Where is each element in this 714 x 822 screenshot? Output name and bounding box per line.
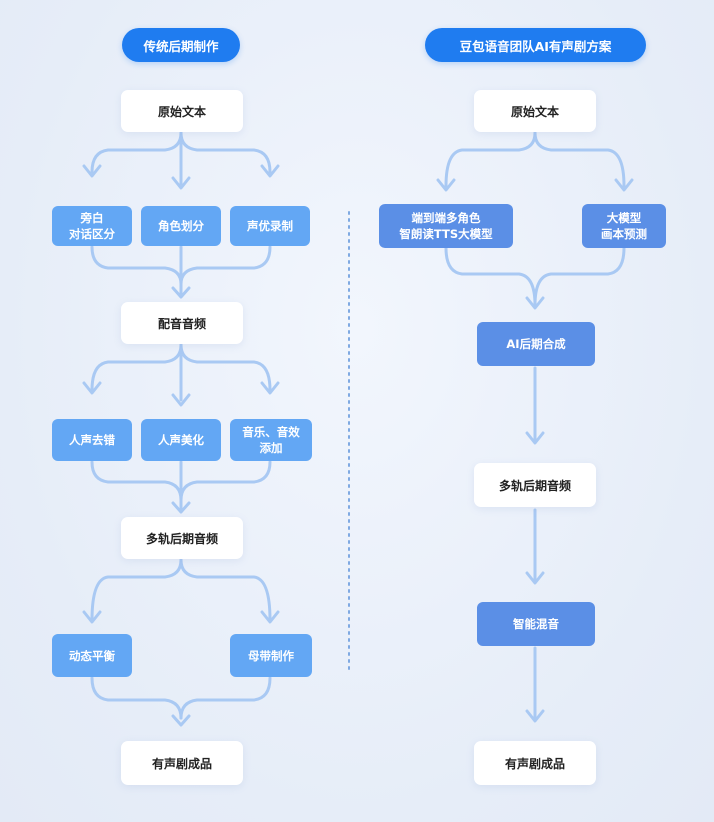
left-result-node: 有声剧成品	[121, 741, 243, 785]
tts-model-label: 端到端多角色 智朗读TTS大模型	[399, 211, 493, 241]
right-source-node: 原始文本	[474, 90, 596, 132]
left-fanout-1	[90, 131, 183, 174]
left-source-node: 原始文本	[121, 90, 243, 132]
right-header-text: 豆包语音团队AI有声剧方案	[459, 38, 612, 54]
right-result-label: 有声剧成品	[504, 756, 565, 771]
left-multitrack-label: 多轨后期音频	[145, 531, 218, 546]
dubbing-label: 配音音频	[157, 316, 206, 331]
right-ai-synthesis-node: AI后期合成	[477, 322, 595, 366]
voice-record-label: 声优录制	[247, 219, 293, 233]
right-multitrack-node: 多轨后期音频	[474, 463, 596, 507]
smart-mix-label: 智能混音	[513, 617, 559, 631]
left-header-text: 传统后期制作	[143, 38, 219, 54]
right-smart-mix-node: 智能混音	[477, 602, 595, 646]
narration-label: 旁白 对话区分	[69, 211, 115, 241]
music-sfx-label: 音乐、音效 添加	[242, 425, 300, 455]
mastering-label: 母带制作	[248, 648, 294, 663]
vocal-fix-label: 人声去错	[69, 433, 115, 447]
right-step-tts-model: 端到端多角色 智朗读TTS大模型	[379, 204, 513, 248]
dynamics-label: 动态平衡	[69, 648, 115, 663]
left-step-music-sfx: 音乐、音效 添加	[230, 419, 312, 461]
right-multitrack-label: 多轨后期音频	[498, 478, 571, 493]
left-step-mastering: 母带制作	[230, 634, 312, 677]
roles-label: 角色划分	[158, 219, 204, 233]
vocal-beautify-label: 人声美化	[158, 433, 204, 447]
right-result-node: 有声剧成品	[474, 741, 596, 785]
left-result-label: 有声剧成品	[151, 756, 212, 771]
left-multitrack-node: 多轨后期音频	[121, 517, 243, 559]
ai-synthesis-label: AI后期合成	[506, 337, 566, 351]
left-step-vocal-fix: 人声去错	[52, 419, 132, 461]
left-step-dynamics: 动态平衡	[52, 634, 132, 677]
left-source-label: 原始文本	[157, 104, 206, 119]
left-step-voice-record: 声优录制	[230, 206, 310, 246]
left-dubbing-node: 配音音频	[121, 302, 243, 344]
right-step-script-prediction: 大模型 画本预测	[582, 204, 666, 248]
left-step-vocal-beautify: 人声美化	[141, 419, 221, 461]
left-header-pill: 传统后期制作	[122, 28, 240, 62]
right-source-label: 原始文本	[510, 104, 559, 119]
left-step-roles: 角色划分	[141, 206, 221, 246]
script-prediction-label: 大模型 画本预测	[601, 211, 647, 241]
right-header-pill: 豆包语音团队AI有声剧方案	[425, 28, 646, 62]
left-step-narration: 旁白 对话区分	[52, 206, 132, 246]
